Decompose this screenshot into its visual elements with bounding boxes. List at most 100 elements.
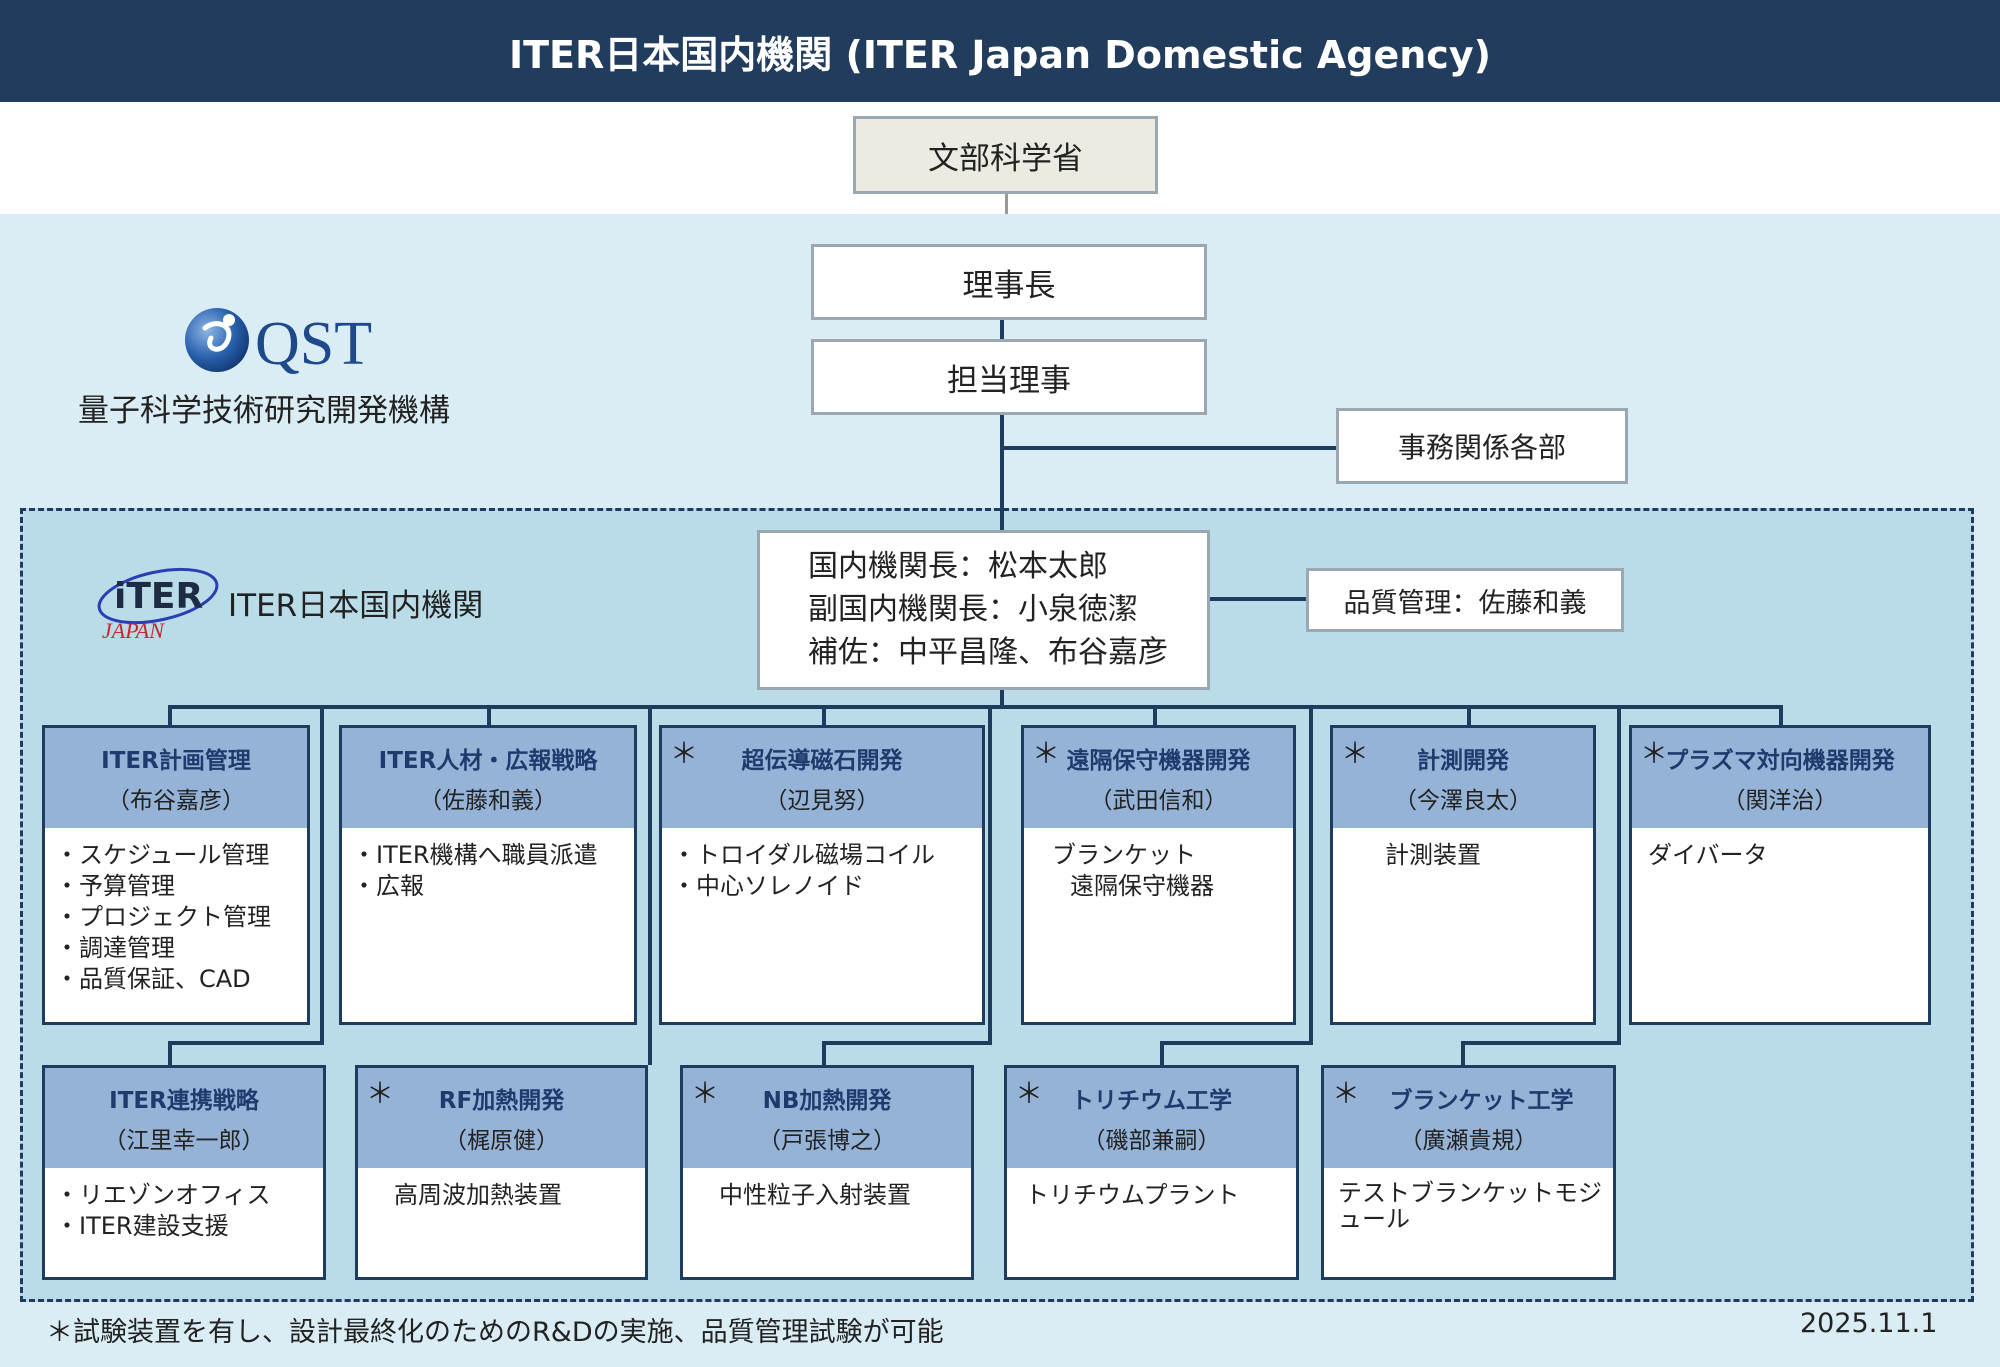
test-facility-mark: ＊ <box>1015 1077 1044 1110</box>
dept-superconducting-magnet: ＊ 超伝導磁石開発 （辺見努） ・トロイダル磁場コイル ・中心ソレノイド <box>659 725 985 1025</box>
dept-header: ＊ プラズマ対向機器開発 （関洋治） <box>1632 728 1928 828</box>
dept-header: ＊ ブランケット工学 （廣瀬貴規） <box>1324 1068 1613 1168</box>
dept-leader: （今澤良太） <box>1394 788 1532 814</box>
dept-leader: （梶原健） <box>444 1128 559 1154</box>
dept-blanket: ＊ ブランケット工学 （廣瀬貴規） テストブランケットモジュール <box>1321 1065 1616 1280</box>
test-facility-mark: ＊ <box>691 1077 720 1110</box>
date-label: 2025.11.1 <box>1800 1308 1938 1339</box>
dept-leader: （磯部兼嗣） <box>1082 1128 1221 1154</box>
dept-nb-heating: ＊ NB加熱開発 （戸張博之） 中性粒子入射装置 <box>680 1065 974 1280</box>
dept-leader: （関洋治） <box>1722 788 1838 814</box>
dept-name: ITER連携戦略 <box>109 1088 259 1114</box>
lower-drop <box>822 1041 826 1065</box>
dept-duty: テストブランケットモジュール <box>1338 1179 1602 1233</box>
dept-duties: ・トロイダル磁場コイル ・中心ソレノイド <box>662 828 982 902</box>
lower-link <box>1160 1041 1313 1045</box>
dept-drop <box>168 705 172 725</box>
dept-duties: ・ITER機構へ職員派遣 ・広報 <box>342 828 634 902</box>
dept-duty: ・ITER建設支援 <box>55 1212 229 1240</box>
dept-name: ブランケット工学 <box>1389 1088 1574 1114</box>
test-facility-mark: ＊ <box>366 1077 395 1110</box>
dept-duty: ・予算管理 <box>55 872 175 900</box>
dept-duty: 中性粒子入射装置 <box>719 1181 911 1209</box>
dept-name: ITER計画管理 <box>101 748 251 774</box>
dept-iter-liaison: ITER連携戦略 （江里幸一郎） ・リエゾンオフィス ・ITER建設支援 <box>42 1065 326 1280</box>
dept-header: ＊ RF加熱開発 （梶原健） <box>358 1068 645 1168</box>
dept-iter-planning: ITER計画管理 （布谷嘉彦） ・スケジュール管理 ・予算管理 ・プロジェクト管… <box>42 725 310 1025</box>
dept-duty: ・広報 <box>352 872 424 900</box>
dept-name: RF加熱開発 <box>438 1088 565 1114</box>
dept-header: ITER人材・広報戦略 （佐藤和義） <box>342 728 634 828</box>
dept-leader: （江里幸一郎） <box>103 1128 265 1154</box>
dept-header: ＊ 遠隔保守機器開発 （武田信和） <box>1024 728 1293 828</box>
dept-header: ＊ NB加熱開発 （戸張博之） <box>683 1068 971 1168</box>
page-title: ITER日本国内機関 (ITER Japan Domestic Agency) <box>0 0 2000 102</box>
agency-leadership-box: 国内機関長：松本太郎 副国内機関長：小泉徳潔 補佐：中平昌隆、布谷嘉彦 <box>757 530 1210 690</box>
dept-rf-heating: ＊ RF加熱開発 （梶原健） 高周波加熱装置 <box>355 1065 648 1280</box>
dept-duty: ・ITER機構へ職員派遣 <box>352 841 598 869</box>
svg-text:JAPAN: JAPAN <box>102 618 165 643</box>
test-facility-mark: ＊ <box>1332 1077 1361 1110</box>
chairman-director-connector <box>1000 320 1004 339</box>
test-facility-mark: ＊ <box>1032 737 1061 770</box>
dept-diagnostics: ＊ 計測開発 （今澤良太） 計測装置 <box>1330 725 1596 1025</box>
dept-leader: （辺見努） <box>764 788 880 814</box>
dept-duty: 高周波加熱装置 <box>394 1181 562 1209</box>
dept-duties: テストブランケットモジュール <box>1324 1168 1613 1232</box>
dept-duties: 計測装置 <box>1333 828 1593 871</box>
dept-duty: ・リエゾンオフィス <box>55 1181 271 1209</box>
dept-duty: ・調達管理 <box>55 934 175 962</box>
dept-duty: ダイバータ <box>1648 841 1768 869</box>
dept-header: ＊ 計測開発 （今澤良太） <box>1333 728 1593 828</box>
dept-header: ＊ トリチウム工学 （磯部兼嗣） <box>1007 1068 1296 1168</box>
ministry-connector <box>1005 194 1008 214</box>
dept-leader: （戸張博之） <box>758 1128 896 1154</box>
dept-leader: （廣瀬貴規） <box>1399 1128 1538 1154</box>
qst-logo: QST <box>185 308 372 378</box>
dept-name: プラズマ対向機器開発 <box>1665 748 1895 774</box>
lower-riser <box>1309 705 1313 1043</box>
dept-duties: 中性粒子入射装置 <box>683 1168 971 1211</box>
lower-link <box>168 1041 324 1045</box>
lower-riser <box>320 705 324 1043</box>
lower-drop <box>168 1041 172 1065</box>
lower-drop <box>1461 1041 1465 1065</box>
dept-drop <box>1779 705 1783 725</box>
footnote: ＊試験装置を有し、設計最終化のためのR&Dの実施、品質管理試験が可能 <box>46 1317 944 1348</box>
dept-duty: ブランケット <box>1052 841 1196 869</box>
iter-agency-label: ITER日本国内機関 <box>228 588 484 624</box>
affairs-box: 事務関係各部 <box>1336 408 1628 484</box>
dept-duty: ・プロジェクト管理 <box>55 903 271 931</box>
dept-duties: トリチウムプラント <box>1007 1168 1296 1211</box>
dept-duties: ダイバータ <box>1632 828 1928 871</box>
dept-duties: 高周波加熱装置 <box>358 1168 645 1211</box>
dept-duty: 遠隔保守機器 <box>1070 872 1214 900</box>
dept-name: NB加熱開発 <box>762 1088 892 1114</box>
dept-name: 超伝導磁石開発 <box>741 748 903 774</box>
dept-tritium: ＊ トリチウム工学 （磯部兼嗣） トリチウムプラント <box>1004 1065 1299 1280</box>
quality-management-box: 品質管理：佐藤和義 <box>1306 568 1624 632</box>
dept-duties: ・スケジュール管理 ・予算管理 ・プロジェクト管理 ・調達管理 ・品質保証、CA… <box>45 828 307 995</box>
dept-leader: （佐藤和義） <box>419 788 557 814</box>
dept-name: ITER人材・広報戦略 <box>378 748 598 774</box>
dept-header: ITER連携戦略 （江里幸一郎） <box>45 1068 323 1168</box>
dept-duties: ブランケット 遠隔保守機器 <box>1024 828 1293 902</box>
agency-deputy-head: 副国内機関長：小泉徳潔 <box>808 592 1138 627</box>
dept-duties: ・リエゾンオフィス ・ITER建設支援 <box>45 1168 323 1242</box>
svg-text:QST: QST <box>255 310 372 378</box>
lower-riser <box>1617 705 1621 1043</box>
director-leader-connector <box>1000 415 1004 530</box>
dept-bus-line <box>168 705 1783 709</box>
lower-link <box>822 1041 992 1045</box>
chairman-box: 理事長 <box>811 244 1207 320</box>
dept-duty: ・トロイダル磁場コイル <box>672 841 936 869</box>
lower-drop <box>1160 1041 1164 1065</box>
agency-head: 国内機関長：松本太郎 <box>808 549 1108 584</box>
dept-header: ITER計画管理 （布谷嘉彦） <box>45 728 307 828</box>
dept-drop <box>487 705 491 725</box>
qst-org-name: 量子科学技術研究開発機構 <box>78 393 450 429</box>
leader-bus-connector <box>1000 690 1004 706</box>
dept-duty: 計測装置 <box>1385 841 1481 869</box>
svg-text:iTER: iTER <box>114 576 203 617</box>
dept-plasma-facing: ＊ プラズマ対向機器開発 （関洋治） ダイバータ <box>1629 725 1931 1025</box>
